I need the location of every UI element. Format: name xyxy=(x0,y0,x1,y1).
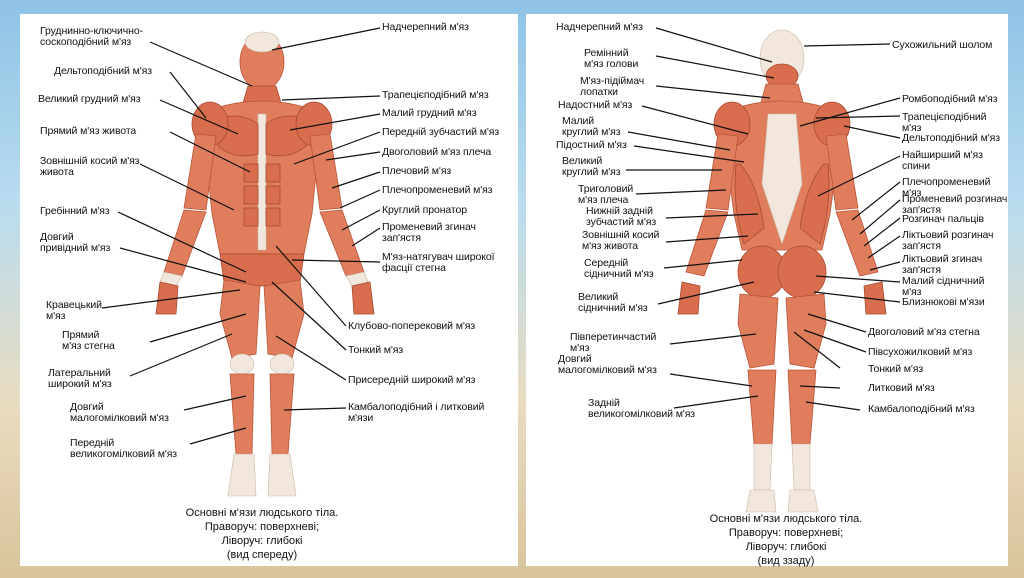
label-vastus-lateralis: Латеральний широкий м'яз xyxy=(48,367,112,390)
label-sartorius: Кравецький м'яз xyxy=(46,299,102,322)
label-gastrocnemius: Литковий м'яз xyxy=(868,382,935,394)
label-vastus-medialis: Присередній широкий м'яз xyxy=(348,374,476,386)
label-back-gracilis: Тонкий м'яз xyxy=(868,363,924,375)
label-infraspinatus: Підостний м'яз xyxy=(556,139,627,151)
label-adductor-longus: Довгий привідний м'яз xyxy=(40,231,111,254)
label-rectus-abdominis: Прямий м'яз живота xyxy=(40,125,137,137)
label-back-deltoid: Дельтоподібний м'яз xyxy=(902,132,1000,144)
label-tibialis-anterior: Передній великогомілковий м'яз xyxy=(70,437,178,460)
back-caption: Основні м'язи людського тіла. Праворуч: … xyxy=(709,513,863,567)
label-brachioradialis: Плечопроменевий м'яз xyxy=(382,184,493,196)
label-soleus-gastrocnemius: Камбалоподібний і литковий м'язи xyxy=(348,401,485,424)
label-trapezius: Трапецієподібний м'яз xyxy=(382,89,489,101)
label-gluteus-maximus: Великий сідничний м'яз xyxy=(578,291,648,314)
label-levator-scapulae: М'яз-підіймач лопатки xyxy=(580,75,645,98)
label-brachialis: Плечовий м'яз xyxy=(382,165,452,177)
label-gluteus-minimus: Малий сідничний м'яз xyxy=(902,275,985,298)
label-biceps-femoris: Двоголовий м'яз стегна xyxy=(868,326,980,338)
back-body-figure xyxy=(626,27,901,513)
label-biceps-brachii: Двоголовий м'яз плеча xyxy=(382,146,492,158)
label-sternocleidomastoid: Груднинно-ключично- соскоподібний м'яз xyxy=(40,25,143,48)
label-teres-minor: Малий круглий м'яз xyxy=(562,115,621,138)
label-back-external-oblique: Зовнішній косий м'яз живота xyxy=(582,229,660,252)
label-extensor-carpi-ulnaris: Ліктьовий розгинач зап'ястя xyxy=(902,229,994,252)
label-back-brachioradialis: Плечопроменевий м'яз xyxy=(902,176,991,199)
label-rectus-femoris: Прямий м'яз стегна xyxy=(62,329,115,352)
label-serratus-posterior-inferior: Нижній задній зубчастий м'яз xyxy=(586,205,657,228)
label-flexor-carpi-radialis: Променевий згинач зап'ястя xyxy=(382,221,476,244)
front-view-panel: Груднинно-ключично- соскоподібний м'яз Д… xyxy=(20,14,518,566)
label-rhomboid: Ромбоподібний м'яз xyxy=(902,93,998,105)
label-gemelli: Близнюкові м'язи xyxy=(902,296,985,308)
label-epicranius: Надчерепний м'яз xyxy=(382,21,469,33)
label-extensor-carpi-radialis: Променевий розгинач зап'ястя xyxy=(902,193,1008,216)
label-pectoralis-minor: Малий грудний м'яз xyxy=(382,107,477,119)
label-splenius-capitis: Ремінний м'яз голови xyxy=(584,47,639,70)
label-peroneus-longus: Довгий малогомілковий м'яз xyxy=(70,401,169,424)
label-back-trapezius: Трапецієподібний м'яз xyxy=(902,111,987,134)
label-serratus-anterior: Передній зубчастий м'яз xyxy=(382,126,500,138)
label-pectineus: Гребінний м'яз xyxy=(40,205,110,217)
label-flexor-carpi-ulnaris: Ліктьовий згинач зап'ястя xyxy=(902,253,983,276)
label-tibialis-posterior: Задній великогомілковий м'яз xyxy=(588,397,696,420)
label-iliopsoas: Клубово-поперековий м'яз xyxy=(348,320,476,332)
label-semitendinosus: Півсухожилковий м'яз xyxy=(868,346,973,358)
label-tensor-fasciae-latae: М'яз-натягувач широкої фасції стегна xyxy=(382,251,495,274)
label-gracilis: Тонкий м'яз xyxy=(348,344,404,356)
label-extensor-digitorum: Розгинач пальців xyxy=(902,213,985,225)
label-latissimus-dorsi: Найширший м'яз спини xyxy=(902,149,983,172)
label-back-peroneus-longus: Довгий малогомілковий м'яз xyxy=(558,353,657,376)
front-caption: Основні м'язи людського тіла. Праворуч: … xyxy=(185,507,339,561)
label-pectoralis-major: Великий грудний м'яз xyxy=(38,93,141,105)
front-body-figure xyxy=(101,27,381,497)
label-pronator-teres: Круглий пронатор xyxy=(382,204,468,216)
label-gluteus-medius: Середній сідничний м'яз xyxy=(584,257,654,280)
back-view-panel: Надчерепний м'яз Ремінний м'яз голови М'… xyxy=(526,14,1008,567)
label-semimembranosus: Півперетинчастий м'яз xyxy=(570,331,657,354)
label-galea-aponeurotica: Сухожильний шолом xyxy=(892,39,993,51)
label-soleus: Камбалоподібний м'яз xyxy=(868,403,975,415)
label-deltoid: Дельтоподібний м'яз xyxy=(54,65,152,77)
label-teres-major: Великий круглий м'яз xyxy=(562,155,621,178)
label-triceps-brachii: Триголовий м'яз плеча xyxy=(578,183,634,206)
label-supraspinatus: Надостний м'яз xyxy=(558,99,633,111)
label-external-oblique: Зовнішній косий м'яз живота xyxy=(40,155,140,178)
label-back-epicranius: Надчерепний м'яз xyxy=(556,21,643,33)
